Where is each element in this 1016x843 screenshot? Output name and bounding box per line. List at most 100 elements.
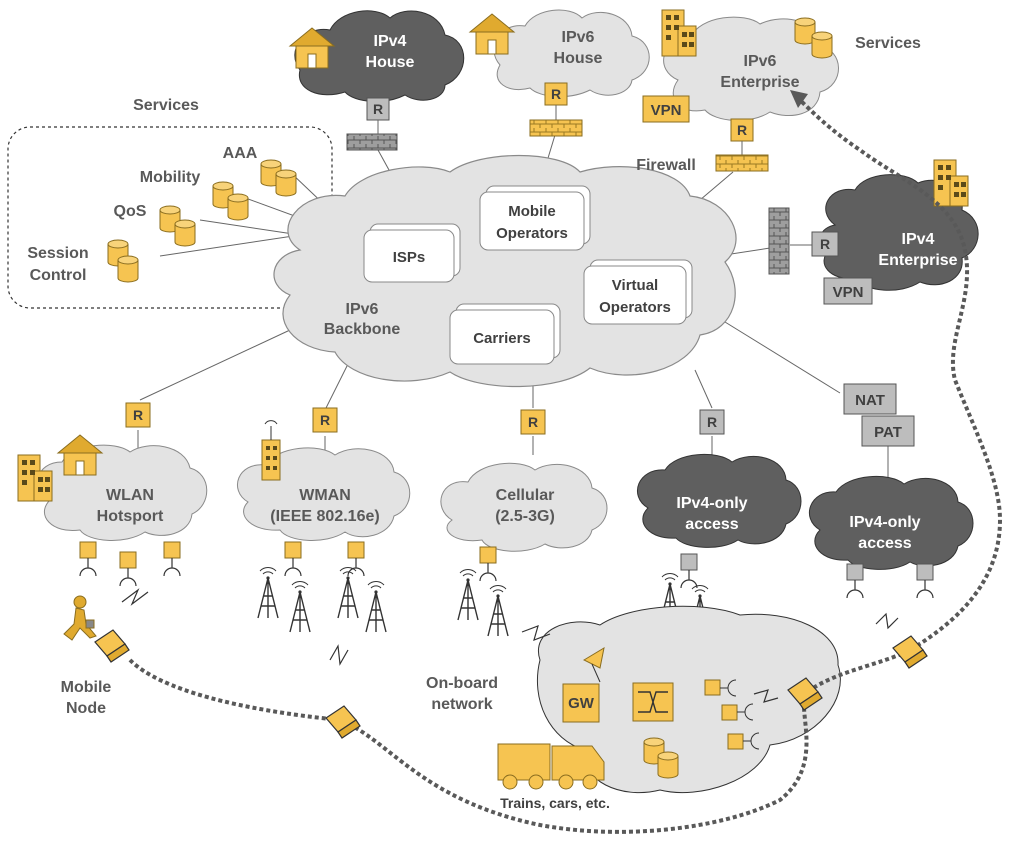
database-icon <box>811 31 833 59</box>
building-icon <box>17 454 53 502</box>
ipv6-enterprise-label-2: Enterprise <box>720 74 799 91</box>
firewall-label: Firewall <box>636 157 696 174</box>
ipv4-enterprise-label-1: IPv4 <box>902 231 935 248</box>
ipv4-house-label-1: IPv4 <box>374 33 407 50</box>
wlan-label-2: Hotsport <box>97 508 164 525</box>
house-icon <box>57 434 103 476</box>
access-point-icon <box>163 541 181 577</box>
virtual-operators-label-2: Operators <box>599 299 671 316</box>
router-label: R <box>320 412 330 428</box>
building-icon <box>661 9 697 57</box>
qos-db-icon <box>174 219 196 247</box>
ipv4-only-access-label-2a: IPv4-only <box>849 514 920 531</box>
router-label: R <box>528 414 538 430</box>
cell-tower-icon <box>289 580 311 633</box>
access-point-icon <box>846 563 864 599</box>
qos-label: QoS <box>114 203 147 220</box>
pat-label: PAT <box>874 424 902 441</box>
onboard-label-2: network <box>431 696 492 713</box>
vehicles-label: Trains, cars, etc. <box>500 795 610 811</box>
backbone-label-2: Backbone <box>324 321 401 338</box>
router-cellular <box>520 409 546 435</box>
gateway-box <box>562 683 600 723</box>
mobile-user-icon <box>63 595 97 641</box>
aaa-db-icon <box>275 169 297 197</box>
house-icon <box>469 13 515 55</box>
building-icon <box>933 159 969 207</box>
mobile-operators-box: Mobile Operators <box>479 185 591 251</box>
satellite-dish-icon <box>582 646 605 683</box>
train-car-icon <box>497 743 605 790</box>
cell-tower-icon <box>487 584 509 637</box>
ipv6-backbone-cloud <box>273 154 737 388</box>
cellular-label-2: (2.5-3G) <box>495 508 555 525</box>
wireless-links <box>121 588 899 703</box>
vpn-label: VPN <box>651 102 682 119</box>
router-label: R <box>820 236 830 252</box>
ipv6-house-cloud <box>493 9 650 98</box>
gw-label: GW <box>568 695 595 712</box>
mobility-label: Mobility <box>140 169 201 186</box>
vpn-box-ipv4 <box>823 277 873 305</box>
ipv4-only-access-label-2b: access <box>858 535 911 552</box>
isps-box: ISPs <box>363 223 461 283</box>
ipv6-enterprise-label-1: IPv6 <box>744 53 777 70</box>
ipv4-only-access-cloud-2 <box>808 475 974 570</box>
router-label: R <box>707 414 717 430</box>
mobile-operators-label-2: Operators <box>496 225 568 242</box>
access-point-icon <box>680 553 698 589</box>
ipv4-only-access-cloud-1 <box>637 453 802 548</box>
virtual-operators-label-1: Virtual <box>612 277 658 294</box>
wman-label-2: (IEEE 802.16e) <box>270 508 379 525</box>
cell-tower-icon <box>365 580 387 633</box>
firewall-gray-icon <box>768 207 790 275</box>
nat-label: NAT <box>855 392 885 409</box>
firewall-gray-icon <box>346 133 398 151</box>
firewall-icon <box>715 154 769 172</box>
backbone-label-1: IPv6 <box>346 301 379 318</box>
services-left-title: Services <box>133 97 199 114</box>
access-point-icon <box>479 546 497 582</box>
nat-box <box>843 383 897 415</box>
ipv4-only-access-label-1b: access <box>685 516 738 533</box>
mobile-node-label-1: Mobile <box>61 679 112 696</box>
switch-icon <box>632 682 674 722</box>
router-ipv4-enterprise <box>811 231 839 257</box>
router-label: R <box>133 407 143 423</box>
wman-label-1: WMAN <box>299 487 351 504</box>
arrowhead-icon <box>790 90 808 108</box>
ipv4-house-label-2: House <box>366 54 415 71</box>
cellular-label-1: Cellular <box>496 487 555 504</box>
services-right-label: Services <box>855 35 921 52</box>
onboard-label-1: On-board <box>426 675 498 692</box>
ipv4-enterprise-label-2: Enterprise <box>878 252 957 269</box>
ipv4-house-cloud <box>294 10 465 102</box>
antenna-building-icon <box>261 420 281 481</box>
onboard-access-point-icon <box>704 679 760 750</box>
virtual-operators-box: Virtual Operators <box>583 259 693 325</box>
mobile-operators-label-1: Mobile <box>508 203 556 220</box>
vpn-box-ipv6 <box>642 95 690 123</box>
router-wman <box>312 407 338 433</box>
laptop-icon <box>325 705 361 739</box>
mobile-node-label-2: Node <box>66 700 106 717</box>
isps-label: ISPs <box>393 249 426 266</box>
session-control-label-2: Control <box>30 267 87 284</box>
services-box <box>7 126 333 309</box>
access-point-icon <box>79 541 97 577</box>
cell-tower-icon <box>457 568 479 621</box>
access-point-icon <box>119 551 137 587</box>
mobility-path <box>128 93 1003 834</box>
carriers-label: Carriers <box>473 330 531 347</box>
router-label: R <box>373 101 383 117</box>
wlan-label-1: WLAN <box>106 487 154 504</box>
router-label: R <box>737 122 747 138</box>
carriers-box: Carriers <box>449 303 561 365</box>
aaa-label: AAA <box>223 145 258 162</box>
vpn-label: VPN <box>833 284 864 301</box>
cell-tower-icon <box>257 566 279 619</box>
session-db-icon <box>117 255 139 283</box>
access-point-icon <box>916 563 934 599</box>
ipv6-house-label-2: House <box>554 50 603 67</box>
